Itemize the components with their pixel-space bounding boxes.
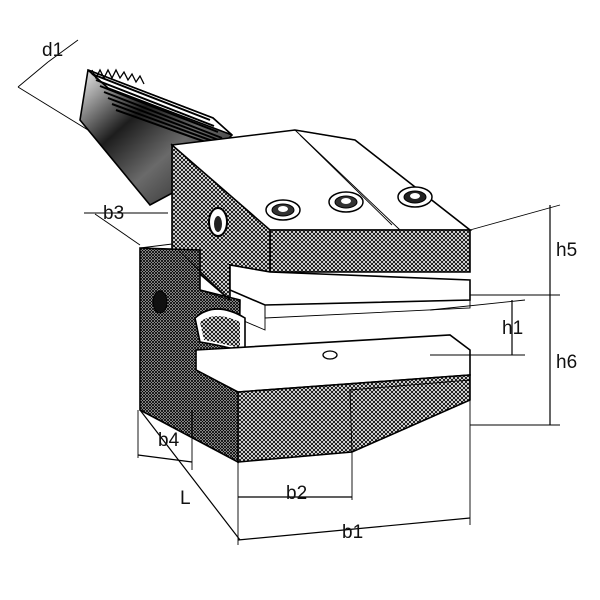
upper-block <box>170 129 473 302</box>
bolt-3 <box>397 186 433 208</box>
bolt-2 <box>328 191 364 213</box>
dimensions <box>17 39 561 545</box>
label-L: L <box>180 488 191 509</box>
label-h5: h5 <box>556 240 577 261</box>
bolt-1 <box>265 199 301 221</box>
label-b2: b2 <box>286 483 307 504</box>
label-b4: b4 <box>158 430 180 451</box>
label-b1: b1 <box>342 522 363 543</box>
shank-serrations <box>91 68 229 151</box>
label-h6: h6 <box>556 352 577 373</box>
label-b3: b3 <box>103 203 124 224</box>
label-h1: h1 <box>502 318 523 339</box>
clamp-plate <box>229 264 471 331</box>
label-d1: d1 <box>42 40 63 61</box>
base-block <box>139 243 471 464</box>
side-hole-lower <box>152 290 168 314</box>
